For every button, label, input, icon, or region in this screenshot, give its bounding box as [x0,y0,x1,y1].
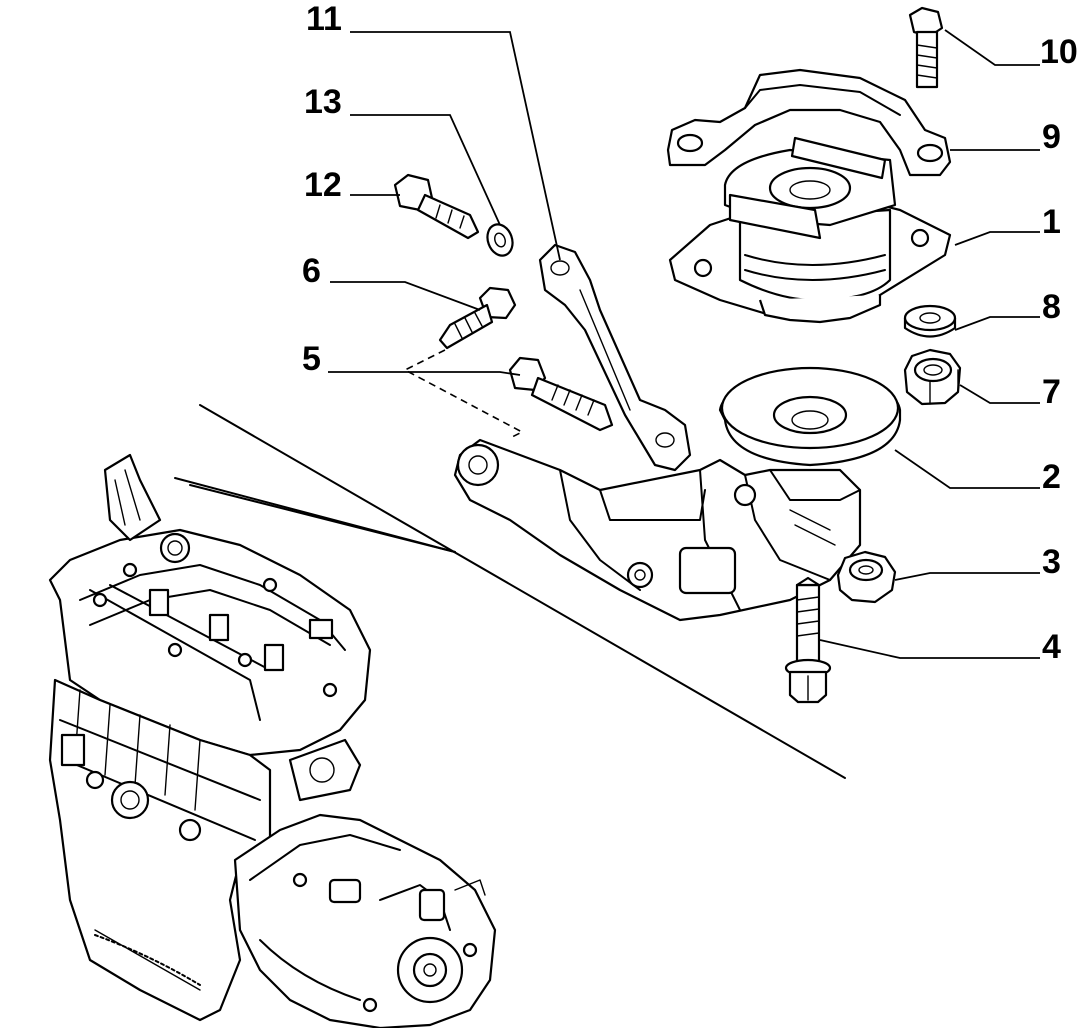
part-8-washer [903,304,957,338]
callout-12: 12 [304,166,342,204]
part-13-washer [486,223,514,257]
callout-9: 9 [1042,118,1061,156]
part-1-engine-mount [668,136,952,324]
engine-gearbox-assembly [48,453,497,1028]
callout-10: 10 [1040,33,1078,71]
part-4-flange-bolt [784,576,832,704]
part-2-mounting-bracket [453,438,862,622]
part-12-bolt [393,173,480,240]
leader-lines [328,29,1040,659]
part-2-rubber-disc [718,366,902,467]
part-11-torque-link [538,243,692,472]
part-6-bolt [438,286,517,350]
part-3-flange-nut [836,550,897,604]
callout-3: 3 [1042,543,1061,581]
part-10-hex-bolt [908,6,944,89]
part-9-retaining-clamp [666,68,952,177]
callout-11: 11 [306,0,342,38]
callout-5: 5 [302,340,321,378]
part-5-bolt [508,356,614,432]
callout-1: 1 [1042,203,1061,241]
callout-8: 8 [1042,288,1061,326]
alignment-dash-line [403,349,524,439]
callout-7: 7 [1042,373,1061,411]
callout-labels: 11 13 12 6 5 10 9 1 8 7 2 3 4 [302,0,1078,666]
callout-4: 4 [1042,628,1061,666]
part-7-hex-nut [903,348,962,406]
assembly-reference-lines [174,404,846,779]
callout-13: 13 [304,83,342,121]
callout-6: 6 [302,252,321,290]
callout-2: 2 [1042,458,1061,496]
